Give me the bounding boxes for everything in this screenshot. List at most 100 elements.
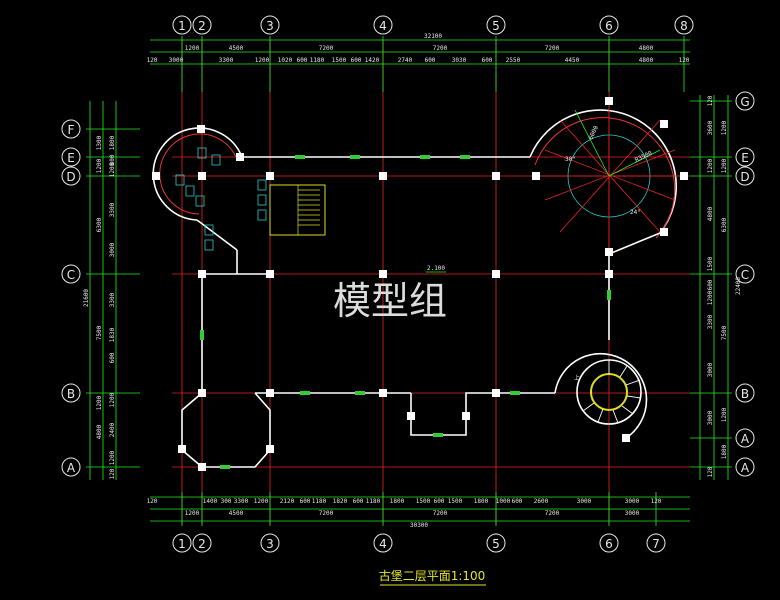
dim-bottom-r2-11: 1800 [390,498,405,505]
axis-bubbles-right: G E D C B A A [735,91,755,477]
axis-top-4: 4 [379,19,387,33]
dim-bottom-r1-3: 7200 [433,510,448,517]
dim-right-r2-7: 3300 [707,314,714,329]
dim-right-r2-8: 3000 [707,362,714,377]
dim-bottom-r2-3: 3300 [234,498,249,505]
stair-up-label: 上 [574,374,580,382]
axis-left-D: D [66,170,75,184]
dim-bottom-r2-20: 3000 [625,498,640,505]
dim-bottom-r2-18: 2600 [534,498,549,505]
axis-right-D: D [740,170,749,184]
dim-right-r1-2: 6300 [721,217,728,232]
axis-right-A1: A [741,432,750,446]
dim-bottom-r2-10: 1180 [366,498,381,505]
axis-top-5: 5 [492,19,500,33]
tower-right-decor: 6000 R3500 30° 24° [540,102,680,252]
dimension-texts: 32100 1200 4500 7200 7200 7200 4800 120 … [83,33,742,529]
label-6000: 6000 [587,124,600,140]
dim-top-r2-11: 600 [425,57,436,64]
dim-left-r1-4: 1200 [96,395,103,410]
axis-bottom-3: 3 [266,537,274,551]
axis-bubbles-left: F E D C B A [61,119,81,477]
axis-bottom-7: 7 [652,537,660,551]
straight-stair [269,184,326,236]
dim-top-r2-7: 1500 [332,57,347,64]
dim-top-r1-2: 7200 [319,45,334,52]
axis-top-2: 2 [198,19,206,33]
dim-left-r2-2: 1200 [109,162,116,177]
dim-bottom-r2-0: 120 [147,498,158,505]
dim-bottom-r1-1: 4500 [229,510,244,517]
label-angle-24: 24° [630,209,641,216]
dim-bottom-r2-21: 120 [651,498,662,505]
axis-bottom-1: 1 [178,537,186,551]
dim-top-r2-15: 4450 [565,57,580,64]
dim-bottom-r2-5: 2120 [280,498,295,505]
dim-left-r2-4: 3000 [109,242,116,257]
drawing-title: 古堡二层平面1:100 [379,568,486,583]
axis-left-E: E [67,151,75,165]
dim-top-r1-0: 1200 [185,45,200,52]
dim-left-r2-7: 600 [109,352,116,363]
dim-top-r2-16: 4800 [639,57,654,64]
watermark-text: 模型组 [333,279,447,323]
axis-bottom-4: 4 [379,537,387,551]
dim-top-overall: 32100 [424,33,442,40]
dim-bottom-r2-16: 1000 [496,498,511,505]
dim-top-r2-12: 3030 [452,57,467,64]
dim-top-r2-8: 600 [351,57,362,64]
dim-top-r1-1: 4500 [229,45,244,52]
dim-top-r2-4: 1020 [278,57,293,64]
dim-bottom-r2-14: 1500 [448,498,463,505]
elevation-mark: 2.100 [426,265,446,273]
dim-bottom-r2-4: 1200 [254,498,269,505]
dim-bottom-r2-15: 1800 [474,498,489,505]
dim-top-r2-0: 120 [147,57,158,64]
dim-right-r2-10: 120 [707,466,714,477]
axis-right-G: G [740,95,749,109]
dim-left-r1-1: 1200 [96,158,103,173]
axis-right-E: E [741,151,749,165]
dim-left-r1-5: 4800 [96,424,103,439]
dim-bottom-r2-12: 1500 [416,498,431,505]
axis-left-C: C [67,268,75,282]
dim-left-r2-1: 800 [109,154,116,165]
dim-bottom-r2-8: 1820 [333,498,348,505]
dim-left-r2-0: 1800 [109,135,116,150]
dim-right-r1-3: 7500 [721,325,728,340]
dim-bottom-r1-4: 7200 [545,510,560,517]
dim-right-overall: 22400 [735,277,742,295]
window-marks [200,155,611,469]
elevation-value: 2.100 [427,265,445,272]
dim-right-r2-1: 3600 [707,120,714,135]
axis-top-8: 8 [680,19,688,33]
dim-bottom-r2-13: 600 [434,498,445,505]
dim-right-r2-0: 120 [707,95,714,106]
dim-left-r2-10: 1200 [109,450,116,465]
dim-right-r1-1: 1200 [721,158,728,173]
dim-left-r2-6: 1830 [109,327,116,342]
dim-bottom-r2-2: 300 [221,498,232,505]
dim-top-r1-3: 7200 [433,45,448,52]
dim-left-overall: 21600 [83,289,90,307]
toilet-fixtures [175,147,267,251]
dim-right-r2-6: 1200 [707,290,714,305]
dim-left-r2-5: 3300 [109,292,116,307]
dim-bottom-r2-19: 3000 [577,498,592,505]
dim-top-r2-6: 1180 [310,57,325,64]
dim-right-r2-2: 1200 [707,158,714,173]
axis-left-F: F [68,123,75,137]
dim-left-r2-11: 120 [109,468,116,479]
dim-left-r1-3: 7500 [96,325,103,340]
dim-bottom-r2-9: 600 [353,498,364,505]
label-angle-30: 30° [565,156,576,163]
dim-right-r1-4: 1200 [721,407,728,422]
dim-right-r2-4: 1500 [707,256,714,271]
dim-top-r2-5: 600 [297,57,308,64]
dim-right-r2-5: 600 [707,279,714,290]
dim-right-r2-3: 4800 [707,206,714,221]
dim-left-r2-9: 2400 [109,422,116,437]
axis-top-6: 6 [605,19,613,33]
